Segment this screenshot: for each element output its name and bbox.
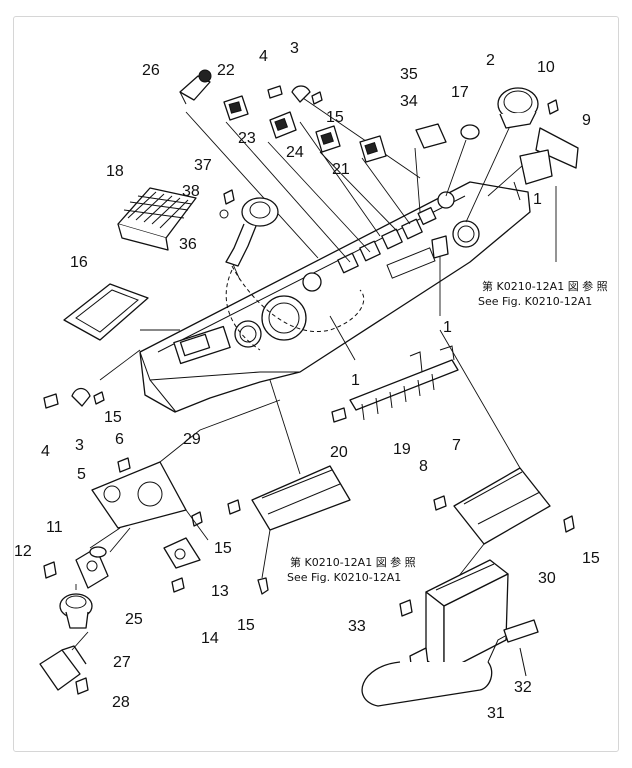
reference-bottom-en: See Fig. K0210-12A1 xyxy=(287,571,401,584)
callout-24: 24 xyxy=(286,144,304,161)
callout-3b: 3 xyxy=(75,437,84,454)
callout-30: 30 xyxy=(538,570,556,587)
callout-21: 21 xyxy=(332,161,350,178)
part-26-lighter xyxy=(179,69,212,105)
part-left-clamp xyxy=(43,387,105,409)
center-bracket xyxy=(227,379,351,595)
callout-23: 23 xyxy=(238,130,256,147)
part-1-bracket xyxy=(431,235,449,259)
callout-25: 25 xyxy=(125,611,143,628)
callout-34: 34 xyxy=(400,93,418,110)
callout-26: 26 xyxy=(142,62,160,79)
part-31-harness xyxy=(361,619,539,707)
part-30-controller xyxy=(399,559,509,673)
callout-15c: 15 xyxy=(214,540,232,557)
part-18-vent xyxy=(117,187,197,251)
part-top-clamp xyxy=(267,85,323,105)
callout-31: 31 xyxy=(487,705,505,722)
part-24-switch xyxy=(315,125,341,153)
callout-20: 20 xyxy=(330,444,348,461)
part-25-switch xyxy=(59,593,93,629)
part-27-bracket xyxy=(39,645,89,695)
part-10-screw xyxy=(547,99,559,115)
callout-33: 33 xyxy=(348,618,366,635)
reference-bottom-jp: 第 K0210-12A1 図 参 照 xyxy=(290,555,416,569)
part-22-switch xyxy=(223,95,249,121)
part-11-plate xyxy=(43,546,109,589)
reference-top-jp: 第 K0210-12A1 図 参 照 xyxy=(482,279,608,293)
part-5-bracket xyxy=(91,457,203,529)
part-34-cover xyxy=(415,123,447,149)
callout-8: 8 xyxy=(419,458,428,475)
callout-5: 5 xyxy=(77,466,86,483)
part-16-gasket xyxy=(63,283,149,341)
callout-14: 14 xyxy=(201,630,219,647)
callout-6: 6 xyxy=(115,431,124,448)
callout-4: 4 xyxy=(259,48,268,65)
part-2-gauge xyxy=(497,87,539,129)
callout-36: 36 xyxy=(179,236,197,253)
callout-10: 10 xyxy=(537,59,555,76)
callout-29: 29 xyxy=(183,431,201,448)
part-9-bracket xyxy=(513,127,579,201)
callout-13: 13 xyxy=(211,583,229,600)
callout-1: 1 xyxy=(533,191,542,208)
callout-15: 15 xyxy=(326,109,344,126)
leader-lines-top xyxy=(99,95,557,381)
reference-top-en: See Fig. K0210-12A1 xyxy=(478,295,592,308)
part-7-bracket xyxy=(433,329,575,601)
callout-1c: 1 xyxy=(351,372,360,389)
part-23-switch xyxy=(269,111,297,139)
callout-19: 19 xyxy=(393,441,411,458)
part-13-bracket xyxy=(163,537,201,593)
callout-32: 32 xyxy=(514,679,532,696)
callout-12: 12 xyxy=(14,543,32,560)
callout-35: 35 xyxy=(400,66,418,83)
callout-17: 17 xyxy=(451,84,469,101)
callout-labels: 26 22 4 3 15 23 24 21 35 34 17 2 10 9 1 … xyxy=(14,40,600,722)
callout-28: 28 xyxy=(112,694,130,711)
callout-3: 3 xyxy=(290,40,299,57)
callout-11: 11 xyxy=(46,519,63,536)
reference-notes: 第 K0210-12A1 図 参 照 See Fig. K0210-12A1 第… xyxy=(287,279,608,584)
callout-7: 7 xyxy=(452,437,461,454)
callout-37: 37 xyxy=(194,157,212,174)
callout-18: 18 xyxy=(106,163,124,180)
part-19-relay-strip xyxy=(331,345,459,423)
leader-lines-lower-left xyxy=(71,399,281,651)
callout-16: 16 xyxy=(70,254,88,271)
dashboard-panel xyxy=(139,181,531,413)
part-21-switch xyxy=(359,135,387,163)
callout-38: 38 xyxy=(182,183,200,200)
part-17-plug xyxy=(460,124,480,140)
callout-1b: 1 xyxy=(443,319,452,336)
callout-15b: 15 xyxy=(104,409,122,426)
callout-9: 9 xyxy=(582,112,591,129)
callout-27: 27 xyxy=(113,654,131,671)
callout-4b: 4 xyxy=(41,443,50,460)
part-36-key-switch xyxy=(219,189,279,267)
callout-15e: 15 xyxy=(582,550,600,567)
callout-22: 22 xyxy=(217,62,235,79)
callout-2: 2 xyxy=(486,52,495,69)
callout-15d: 15 xyxy=(237,617,255,634)
